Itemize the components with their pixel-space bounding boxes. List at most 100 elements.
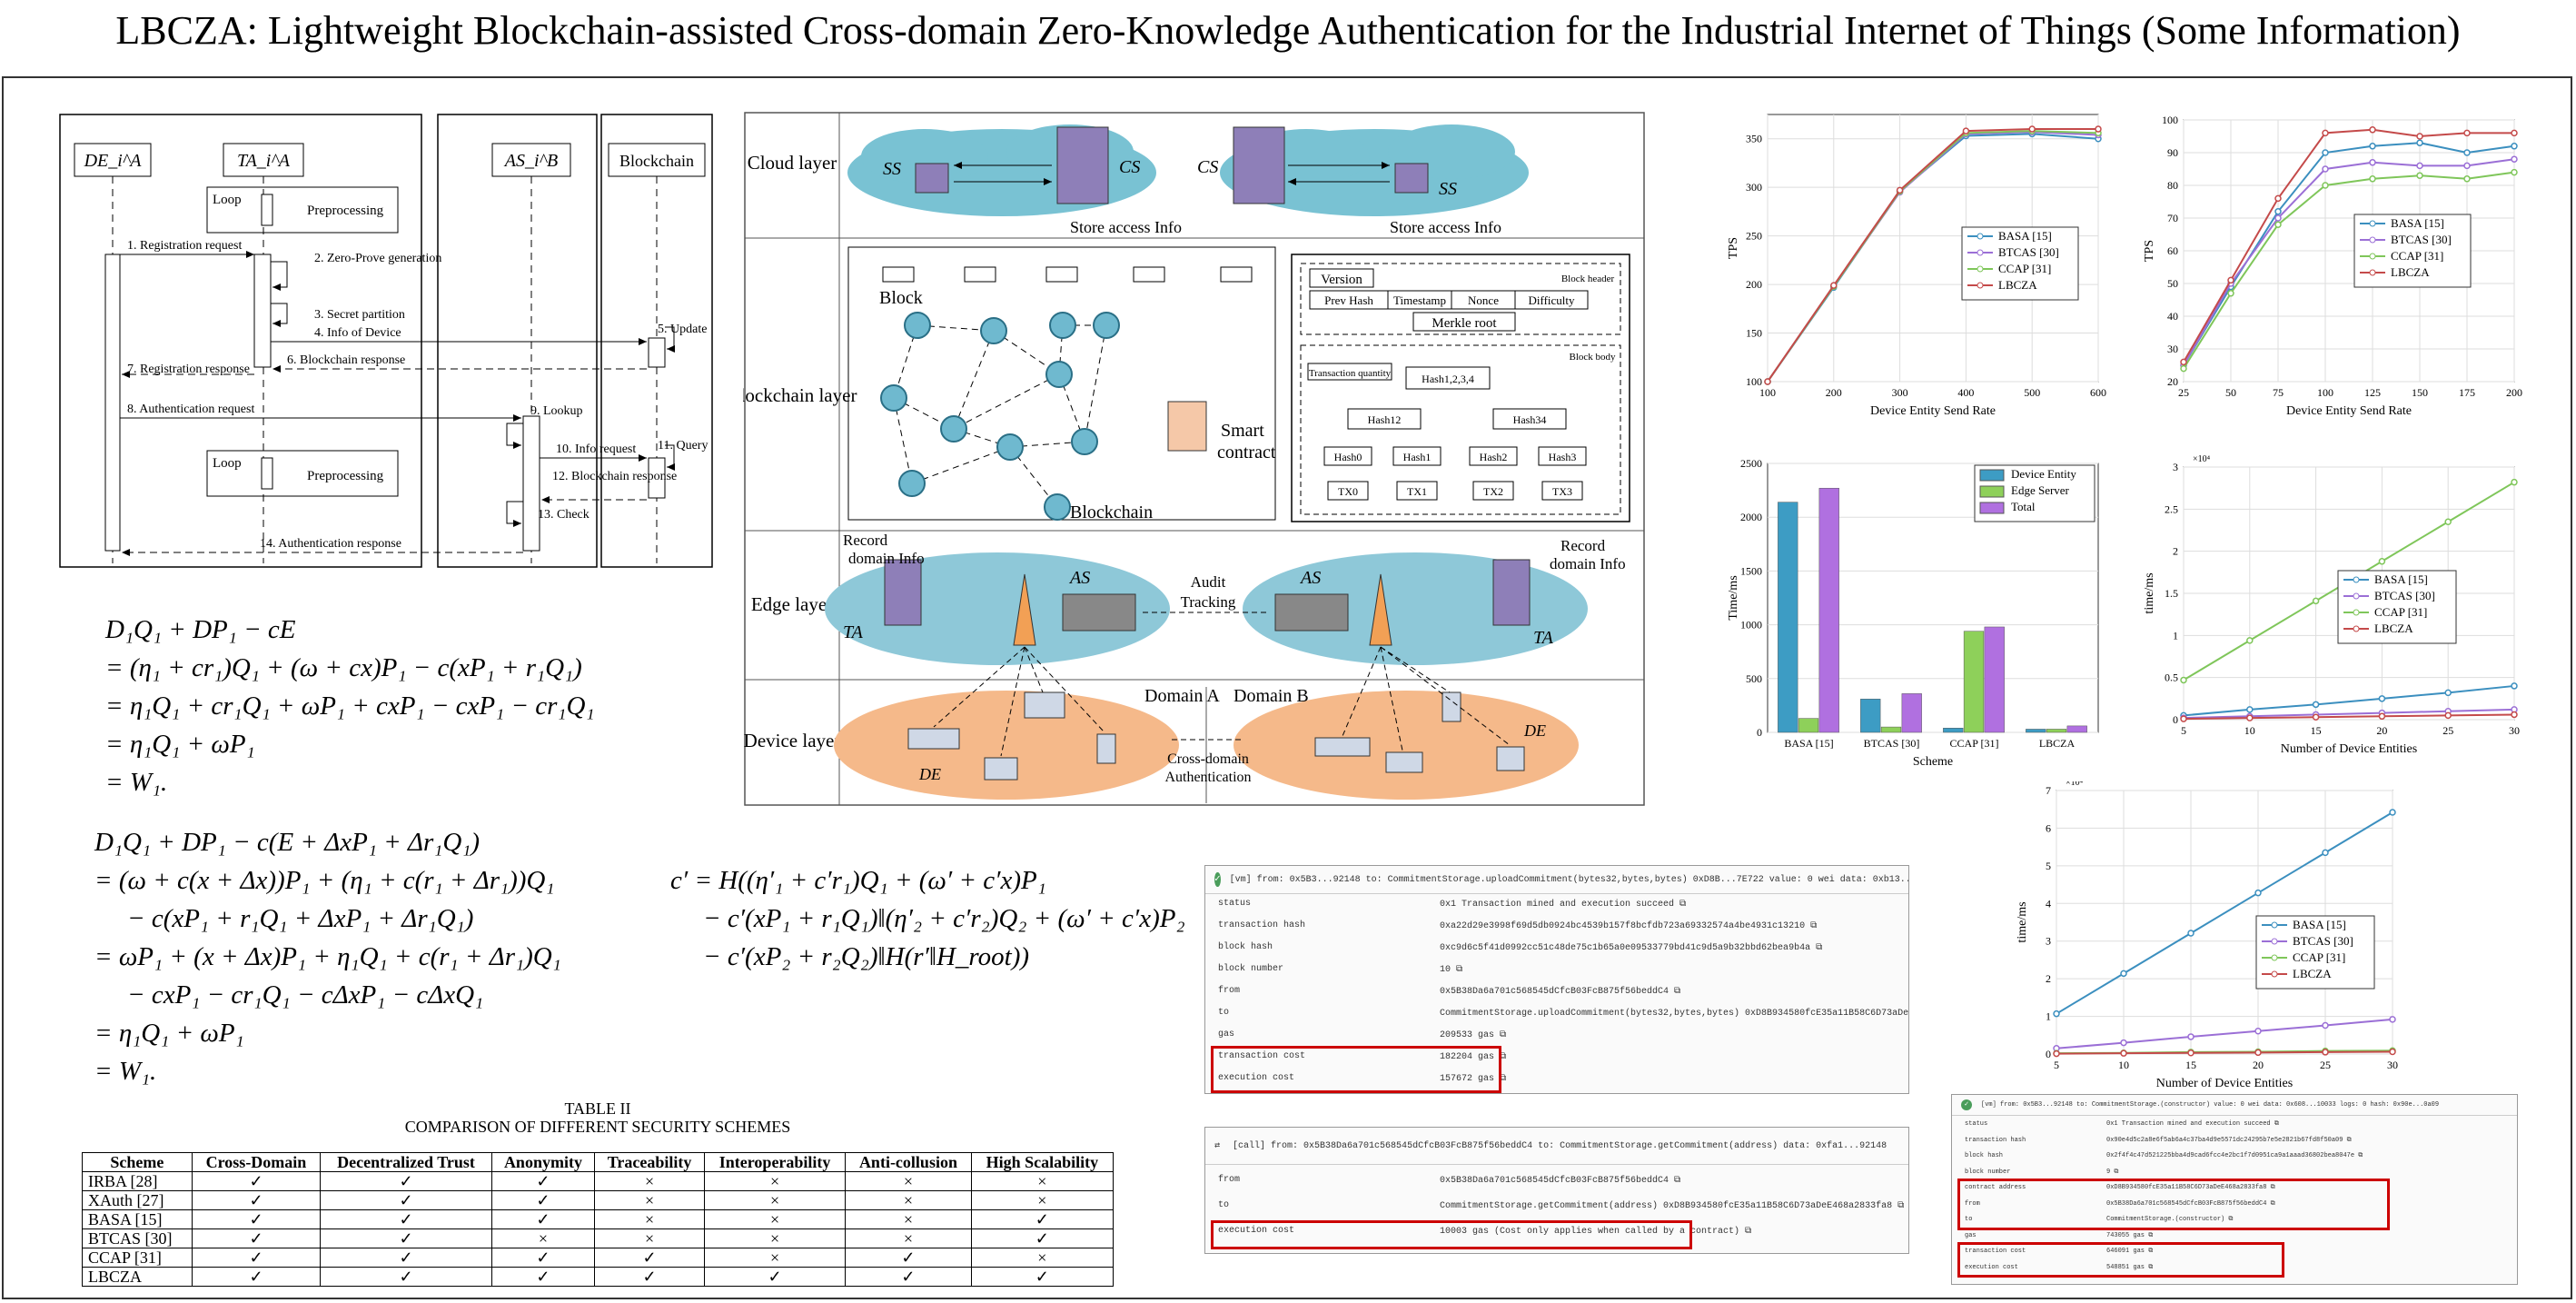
x-tick-label: BTCAS [30] — [1864, 737, 1920, 750]
legend-entry: CCAP [31] — [2391, 249, 2443, 263]
tx-field-label: execution cost — [1965, 1263, 2018, 1271]
data-point — [2322, 129, 2329, 137]
tx-field-value: 0x5B38Da6a701c568545dCfcB03FcB875f56bedd… — [2106, 1199, 2275, 1208]
legend-marker — [2353, 576, 2360, 583]
msg-3: 3. Secret partition — [314, 308, 405, 322]
tx-field-label: block hash — [1965, 1152, 2004, 1159]
data-point — [2180, 676, 2187, 684]
x-tick-label: 300 — [1892, 386, 1908, 399]
x-tick-label: 100 — [1759, 386, 1776, 399]
record-a: Record — [843, 532, 888, 549]
y-tick-label: 40 — [2167, 310, 2178, 323]
legend-marker — [2271, 954, 2278, 961]
y-tick-label: 0 — [2173, 713, 2178, 726]
x-tick-label: 30 — [2509, 724, 2520, 737]
bar — [2066, 725, 2087, 733]
svg-text:Hash1: Hash1 — [1403, 451, 1432, 463]
y-tick-label: 2 — [2046, 972, 2051, 985]
device-icon — [907, 691, 1525, 781]
data-point — [2463, 162, 2471, 170]
y-tick-label: 2000 — [1740, 511, 1762, 523]
x-axis-label: Device Entity Send Rate — [2286, 404, 2412, 418]
tx-field-value: 0xD8B934580fcE35a11B58C6D73aDeE468a2833f… — [2106, 1184, 2275, 1191]
tx-field-value: 0x90e4d5c2a8e6f5ab6a4c37ba4d9e5571dc2429… — [2106, 1136, 2352, 1144]
svg-text:Merkle root: Merkle root — [1432, 316, 1497, 331]
server-icon — [915, 126, 1429, 204]
y-tick-label: 250 — [1746, 230, 1762, 243]
data-point — [2180, 715, 2187, 722]
tx-field-label: to — [1218, 1008, 1230, 1018]
msg-1: 1. Registration request — [127, 239, 242, 253]
legend-entry: Edge Server — [2011, 483, 2070, 497]
x-tick-label: 400 — [1957, 386, 1974, 399]
series-line — [2183, 171, 2515, 370]
x-tick-label: CCAP [31] — [1950, 737, 1999, 750]
tx-field-value: 182204 gas ⧉ — [1440, 1052, 1507, 1062]
x-tick-label: 30 — [2387, 1059, 2398, 1071]
x-axis-label: Number of Device Entities — [2281, 742, 2417, 756]
tx-field-label: execution cost — [1218, 1073, 1295, 1083]
x-tick-label: 5 — [2181, 724, 2186, 737]
x-axis-label: Number of Device Entities — [2156, 1077, 2293, 1090]
data-point — [2511, 682, 2518, 690]
y-tick-label: 60 — [2167, 244, 2178, 257]
store-info-b: Store access Info — [1390, 218, 1501, 236]
tx-field-label: transaction cost — [1218, 1051, 1306, 1061]
legend-marker — [2353, 625, 2360, 632]
legend-entry: CCAP [31] — [2293, 950, 2345, 964]
legend-marker — [2271, 970, 2278, 978]
y-tick-label: 70 — [2167, 212, 2178, 224]
x-axis-label: Scheme — [1913, 755, 1953, 769]
x-axis-label: Device Entity Send Rate — [1870, 404, 1996, 418]
check-icon: ✓ — [1214, 872, 1221, 887]
series-line — [1767, 128, 2098, 383]
tx-field-value: 9 ⧉ — [2106, 1168, 2119, 1176]
tx-field-label: from — [1218, 1175, 1241, 1185]
data-point — [2378, 558, 2386, 565]
data-point — [2246, 714, 2254, 721]
layer-blockchain: Blockchain layer — [743, 384, 857, 406]
svg-text:Hash12: Hash12 — [1368, 413, 1402, 426]
data-point — [1896, 186, 1904, 194]
y-tick-label: 100 — [2162, 114, 2178, 126]
data-point — [2254, 889, 2262, 897]
tx-field-value: 0xc9d6c5f41d0992cc51c48de75c1b65a0e09533… — [1440, 943, 1823, 953]
data-point — [2416, 133, 2423, 140]
tx-field-value: 0x1 Transaction mined and execution succ… — [2106, 1120, 2279, 1128]
y-tick-label: 0 — [2046, 1048, 2051, 1060]
legend-marker — [2353, 592, 2360, 600]
svg-text:Version: Version — [1321, 273, 1362, 287]
tx-field-label: execution cost — [1218, 1226, 1295, 1236]
msg-13: 13. Check — [538, 508, 590, 522]
tx-field-value: CommitmentStorage.uploadCommitment(bytes… — [1440, 1009, 1909, 1019]
y-axis-label: time/ms — [2016, 901, 2029, 942]
smart-contract-label: Smart — [1221, 421, 1264, 441]
preprocessing-1: Preprocessing — [307, 204, 384, 218]
y-tick-label: 200 — [1746, 278, 1762, 291]
lane-ta: TA_i^A — [237, 151, 291, 171]
check-icon: ✓ — [1961, 1099, 1972, 1110]
data-point — [2227, 276, 2234, 284]
tx-field-value: 157672 gas ⧉ — [1440, 1074, 1507, 1084]
data-point — [2274, 214, 2282, 222]
y-tick-label: 4 — [2046, 897, 2051, 910]
svg-text:AS: AS — [1299, 568, 1321, 588]
data-point — [2444, 711, 2452, 720]
domain-a: Domain A — [1144, 686, 1220, 706]
y-tick-label: 300 — [1746, 181, 1762, 194]
y-tick-label: 7 — [2046, 784, 2051, 797]
data-point — [2187, 930, 2195, 937]
tx-field-label: status — [1965, 1120, 1988, 1128]
x-tick-label: 10 — [2244, 724, 2255, 737]
msg-8: 8. Authentication request — [127, 403, 254, 416]
y-tick-label: 3 — [2046, 935, 2051, 948]
svg-text:CS: CS — [1119, 157, 1140, 177]
legend-entry: LBCZA — [2374, 622, 2413, 635]
msg-12: 12. Blockchain response — [552, 470, 677, 483]
tx-field-value: 548851 gas ⧉ — [2106, 1263, 2154, 1271]
legend-entry: BASA [15] — [2374, 572, 2428, 586]
data-point — [2463, 129, 2471, 137]
x-tick-label: LBCZA — [2039, 737, 2076, 750]
tx-field-value: CommitmentStorage.(constructor) ⧉ — [2106, 1216, 2234, 1223]
